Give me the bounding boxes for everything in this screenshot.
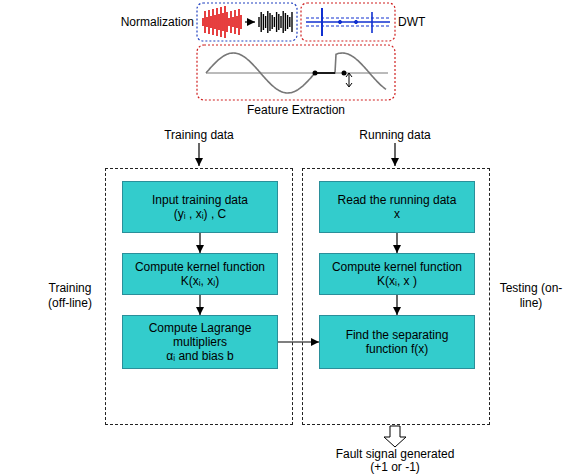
input-label: Running data [338, 129, 452, 142]
dwt-signal [306, 8, 390, 36]
region-heading: Testing (on-line) [493, 281, 569, 311]
process-box: Read the running datax [319, 181, 475, 233]
process-box: Compute Lagrange multipliersαᵢ and bias … [122, 315, 278, 369]
raw-signal [203, 6, 241, 38]
box-text: Compute Lagrange multipliers [129, 321, 271, 349]
feature-panel [197, 45, 395, 100]
step-label: Normalization [108, 16, 194, 29]
flow-arrow [278, 341, 319, 342]
process-box: Compute kernel functionK(xᵢ, x ) [319, 253, 475, 295]
axis [206, 73, 388, 74]
input-label: Training data [140, 129, 258, 142]
box-formula: x [394, 207, 400, 221]
input-arrow [394, 143, 395, 166]
normalized-signal [259, 11, 292, 33]
box-formula: (yᵢ , xᵢ) , C [174, 207, 226, 221]
output-label: Fault signal generated (+1 or -1) [327, 448, 463, 474]
input-arrow [198, 143, 199, 166]
process-box: Find the separating function f(x) [319, 315, 475, 369]
flow-arrow [396, 295, 397, 315]
step-label: DWT [398, 16, 438, 29]
flow-arrow [199, 295, 200, 315]
dashed-region: Testing (on-line)Read the running dataxC… [302, 168, 490, 425]
small-arrow [245, 21, 255, 22]
amplitude-arrow [346, 73, 352, 87]
flat-segment [315, 72, 335, 74]
box-formula: K(xᵢ, x ) [377, 274, 417, 288]
flow-arrow [199, 233, 200, 253]
zero-crossing [342, 71, 347, 76]
process-box: Input training data(yᵢ , xᵢ) , C [122, 181, 278, 233]
dashed-region: Training (off-line)Input training data(y… [105, 168, 293, 425]
region-heading: Training (off-line) [38, 281, 102, 311]
process-box: Compute kernel functionK(xᵢ, xⱼ) [122, 253, 278, 295]
box-formula: αᵢ and bias b [166, 349, 234, 363]
output-arrow [384, 426, 406, 447]
box-text: Read the running data [338, 193, 457, 207]
normalization-panel [197, 3, 297, 41]
dwt-panel [301, 3, 395, 41]
box-text: Compute kernel function [332, 260, 462, 274]
box-text: Input training data [152, 193, 248, 207]
box-text: Compute kernel function [135, 260, 265, 274]
step-label: Feature Extraction [226, 104, 366, 117]
box-formula: K(xᵢ, xⱼ) [181, 274, 220, 288]
box-text: Find the separating function f(x) [326, 328, 468, 356]
flow-arrow [396, 233, 397, 253]
